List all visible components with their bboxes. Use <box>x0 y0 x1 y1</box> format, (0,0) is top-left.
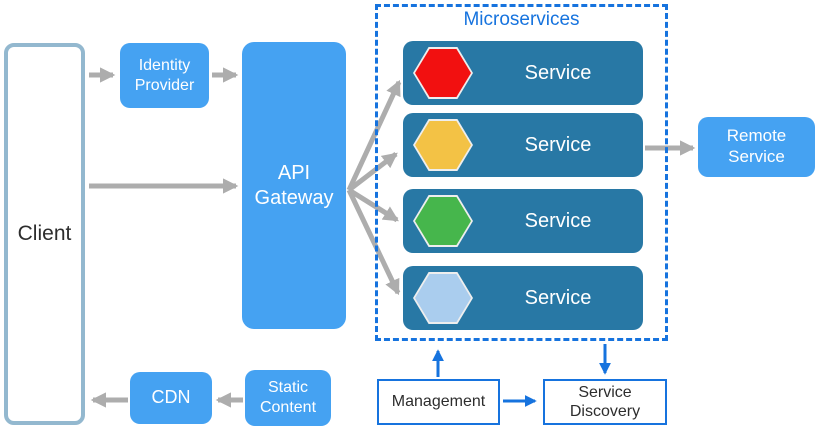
identity-provider-node: Identity Provider <box>120 43 209 108</box>
management-node: Management <box>377 379 500 425</box>
service-row-2: Service <box>403 113 643 177</box>
management-label: Management <box>391 393 486 411</box>
service-label: Service <box>524 209 592 232</box>
cdn-node: CDN <box>130 372 212 424</box>
microservices-group-title: Microservices <box>463 9 580 30</box>
red-hexagon-icon <box>413 47 473 99</box>
microservices-group-container <box>375 4 668 341</box>
service-row-3: Service <box>403 189 643 253</box>
service-row-1: Service <box>403 41 643 105</box>
service-discovery-node: Service Discovery <box>543 379 667 425</box>
cdn-label: CDN <box>151 387 191 408</box>
service-label: Service <box>524 61 592 84</box>
api-gateway-label: API Gateway <box>254 162 334 209</box>
service-discovery-label: Service Discovery <box>569 383 641 420</box>
remote-service-label: Remote Service <box>726 126 787 166</box>
service-row-4: Service <box>403 266 643 330</box>
client-node: Client <box>4 43 85 425</box>
green-hexagon-icon <box>413 195 473 247</box>
yellow-hexagon-icon <box>413 119 473 171</box>
service-label: Service <box>524 133 592 156</box>
service-label: Service <box>524 286 592 309</box>
static-content-label: Static Content <box>259 379 317 416</box>
static-content-node: Static Content <box>245 370 331 426</box>
client-label: Client <box>17 222 72 245</box>
api-gateway-node: API Gateway <box>242 42 346 329</box>
remote-service-node: Remote Service <box>698 117 815 177</box>
light-blue-hexagon-icon <box>413 272 473 324</box>
identity-provider-label: Identity Provider <box>134 56 195 94</box>
